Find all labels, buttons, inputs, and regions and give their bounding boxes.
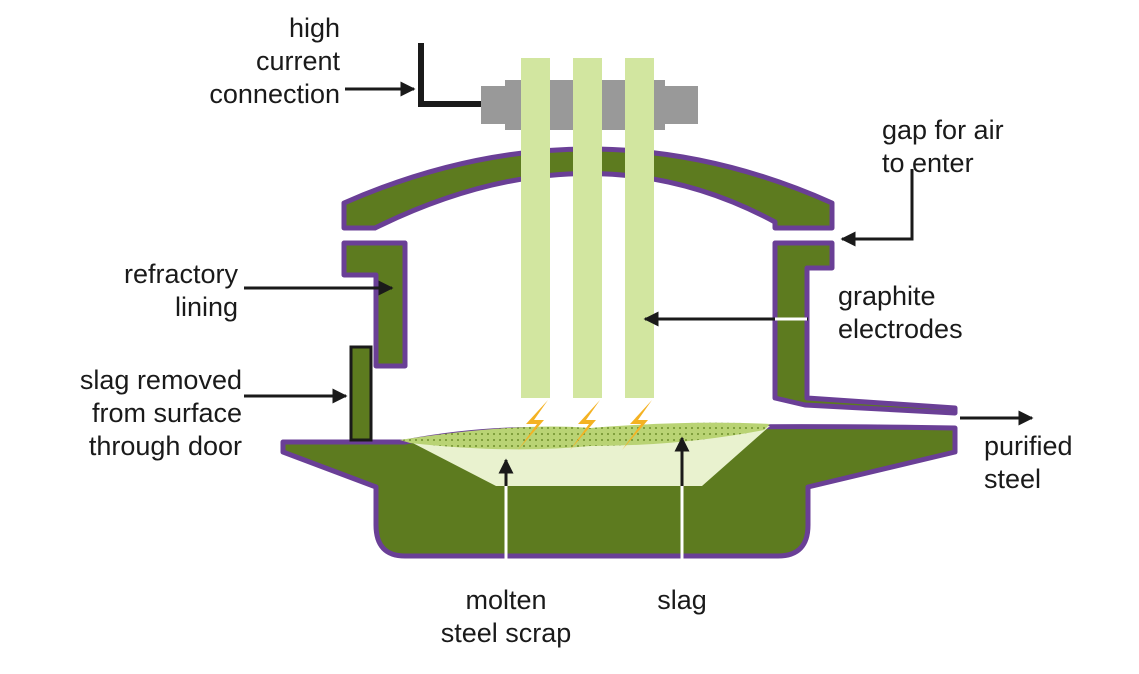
current-bus-bar (418, 43, 490, 107)
label-gap-air: gap for air to enter (882, 115, 1004, 178)
slag-door (349, 345, 373, 442)
left-refractory-wall (341, 240, 408, 369)
furnace-roof (341, 146, 835, 231)
electrode-3 (625, 58, 654, 398)
label-slag: slag (657, 585, 707, 615)
right-refractory-wall (772, 240, 958, 416)
slag-layer (400, 422, 770, 450)
arrow-gap-air (840, 169, 914, 247)
label-graphite: graphite electrodes (838, 281, 963, 344)
label-purified: purified steel (984, 431, 1073, 494)
label-high-current: high current connection (209, 13, 340, 109)
electrode-1 (521, 58, 550, 398)
label-molten: molten steel scrap (440, 585, 572, 648)
electrode-2 (573, 58, 602, 398)
label-slag-removed: slag removed from surface through door (79, 365, 242, 461)
label-refractory: refractory lining (123, 259, 238, 322)
